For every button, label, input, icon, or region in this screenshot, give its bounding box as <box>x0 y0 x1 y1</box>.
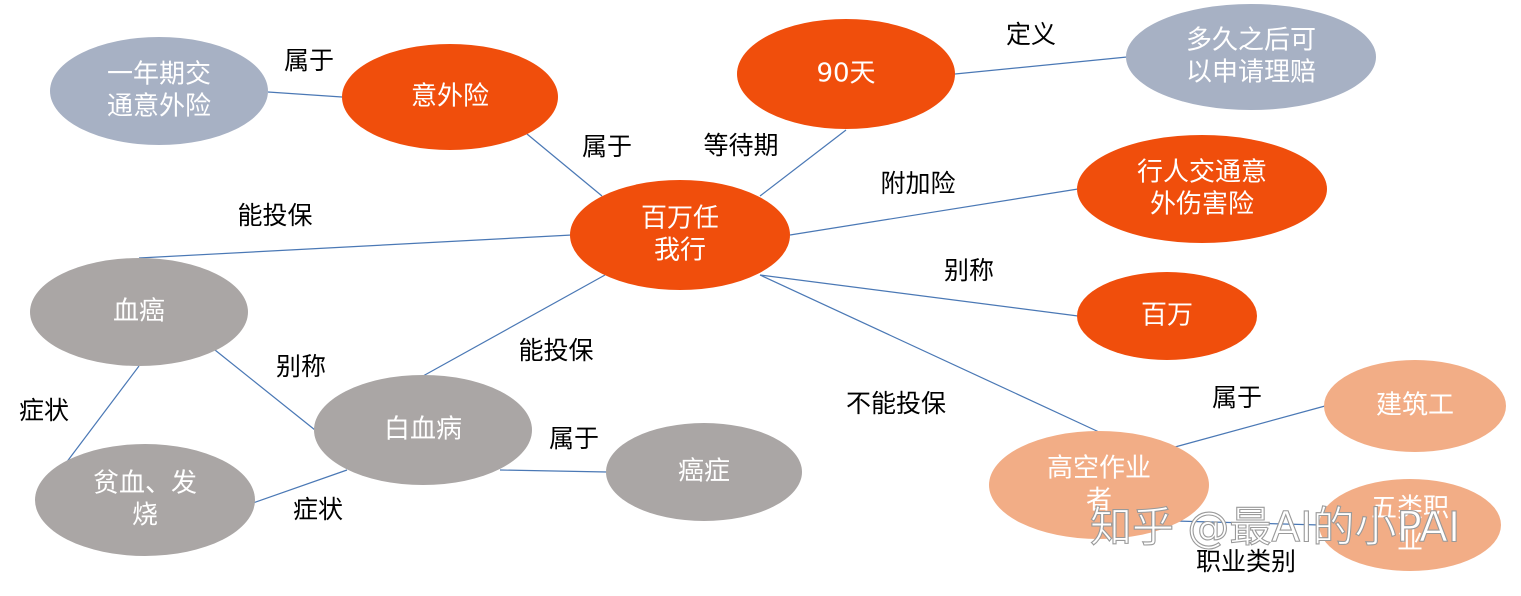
node-baiwan: 百万 <box>1077 272 1257 360</box>
edge-baiwan_renwoxing-gaokong <box>759 274 1100 433</box>
node-shape-baiwan <box>1077 272 1257 360</box>
node-label-xueai-0: 血癌 <box>113 297 165 327</box>
node-jiushitian: 90天 <box>737 19 955 129</box>
edge-label-gaokong-wulei_zhiye: 职业类别 <box>1196 547 1296 576</box>
node-label-yiwaixian-0: 意外险 <box>411 82 489 112</box>
node-label-baiwan_renwoxing-0: 百万任 <box>641 204 719 234</box>
node-jianzhugong: 建筑工 <box>1324 360 1506 452</box>
node-xueai: 血癌 <box>30 258 248 366</box>
node-label-yinian_jiaotong-1: 通意外险 <box>107 92 211 122</box>
edge-label-xueai-pinxue_fashao: 症状 <box>19 396 69 425</box>
nodes-layer: 百万任我行意外险一年期交通意外险90天多久之后可以申请理赔行人交通意外伤害险百万… <box>30 4 1506 571</box>
node-shape-yiwaixian <box>342 44 558 150</box>
node-baixuebing: 白血病 <box>314 375 532 485</box>
node-label-duojiu_lipei-1: 以申请理赔 <box>1186 58 1316 88</box>
edge-label-yinian_jiaotong-yiwaixian: 属于 <box>284 46 334 75</box>
edge-baixuebing-pinxue_fashao <box>252 469 348 504</box>
edge-yiwaixian-baiwan_renwoxing <box>526 133 603 197</box>
node-shape-jianzhugong <box>1324 360 1506 452</box>
edge-labels-layer: 属于属于等待期定义附加险别称能投保能投保不能投保别称症状症状属于属于职业类别 <box>19 20 1296 576</box>
node-label-baiwan-0: 百万 <box>1141 301 1193 331</box>
node-label-pinxue_fashao-0: 贫血、发 <box>93 469 197 499</box>
edge-yinian_jiaotong-yiwaixian <box>267 91 343 98</box>
edge-xueai-pinxue_fashao <box>65 365 140 464</box>
edge-gaokong-wulei_zhiye <box>1174 520 1321 526</box>
node-label-wulei_zhiye-0: 五类职 <box>1371 494 1449 524</box>
node-label-gaokong-0: 高空作业 <box>1047 454 1151 484</box>
edges-layer <box>65 56 1326 526</box>
edge-label-baixuebing-aizheng: 属于 <box>549 424 599 453</box>
edge-jiushitian-duojiu_lipei <box>954 56 1128 75</box>
node-label-duojiu_lipei-0: 多久之后可 <box>1186 26 1316 56</box>
edge-label-baiwan_renwoxing-baiwan: 别称 <box>944 256 994 285</box>
edge-label-jiushitian-duojiu_lipei: 定义 <box>1006 20 1056 49</box>
node-label-xingren_jiaotong-0: 行人交通意 <box>1137 158 1267 188</box>
edge-baiwan_renwoxing-baiwan <box>759 274 1079 317</box>
node-label-baiwan_renwoxing-1: 我行 <box>654 236 706 266</box>
edge-label-gaokong-jianzhugong: 属于 <box>1212 383 1262 412</box>
node-label-baixuebing-0: 白血病 <box>384 415 462 445</box>
edge-label-baiwan_renwoxing-jiushitian: 等待期 <box>703 131 778 160</box>
edge-label-baiwan_renwoxing-gaokong: 不能投保 <box>846 389 946 418</box>
node-label-aizheng-0: 癌症 <box>678 457 730 487</box>
edge-baiwan_renwoxing-jiushitian <box>759 129 847 197</box>
edge-label-baixuebing-pinxue_fashao: 症状 <box>293 495 343 524</box>
node-pinxue_fashao: 贫血、发烧 <box>35 444 255 556</box>
edge-baixuebing-aizheng <box>499 469 608 473</box>
node-yiwaixian: 意外险 <box>342 44 558 150</box>
node-shape-pinxue_fashao <box>35 444 255 556</box>
node-aizheng: 癌症 <box>606 423 802 521</box>
node-label-yinian_jiaotong-0: 一年期交 <box>107 60 211 90</box>
node-label-xingren_jiaotong-1: 外伤害险 <box>1150 190 1254 220</box>
node-shape-baixuebing <box>314 375 532 485</box>
node-shape-xueai <box>30 258 248 366</box>
node-label-jianzhugong-0: 建筑工 <box>1376 391 1454 421</box>
edge-xueai-baixuebing <box>214 349 316 431</box>
node-shape-xingren_jiaotong <box>1077 135 1327 243</box>
node-label-jiushitian-0: 90天 <box>816 59 875 89</box>
node-shape-gaokong <box>989 431 1209 539</box>
edge-label-baiwan_renwoxing-xueai: 能投保 <box>237 201 312 230</box>
watermark-text: 知乎 @最AI的小PAI <box>1090 503 1460 552</box>
node-label-wulei_zhiye-1: 业 <box>1397 526 1423 556</box>
node-shape-wulei_zhiye <box>1319 479 1501 571</box>
node-shape-duojiu_lipei <box>1126 4 1376 110</box>
node-shape-aizheng <box>606 423 802 521</box>
node-label-pinxue_fashao-1: 烧 <box>132 501 158 531</box>
edge-label-xueai-baixuebing: 别称 <box>276 352 326 381</box>
edge-gaokong-jianzhugong <box>1174 405 1326 448</box>
edge-label-baiwan_renwoxing-xingren_jiaotong: 附加险 <box>880 169 955 198</box>
node-label-gaokong-1: 者 <box>1086 486 1112 516</box>
node-shape-baiwan_renwoxing <box>570 180 790 290</box>
edge-baiwan_renwoxing-baixuebing <box>422 274 606 377</box>
edge-baiwan_renwoxing-xingren_jiaotong <box>789 188 1079 236</box>
edge-label-yiwaixian-baiwan_renwoxing: 属于 <box>582 132 632 161</box>
edge-label-baiwan_renwoxing-baixuebing: 能投保 <box>518 336 593 365</box>
edge-baiwan_renwoxing-xueai <box>138 234 573 259</box>
node-shape-yinian_jiaotong <box>50 37 268 145</box>
node-shape-jiushitian <box>737 19 955 129</box>
